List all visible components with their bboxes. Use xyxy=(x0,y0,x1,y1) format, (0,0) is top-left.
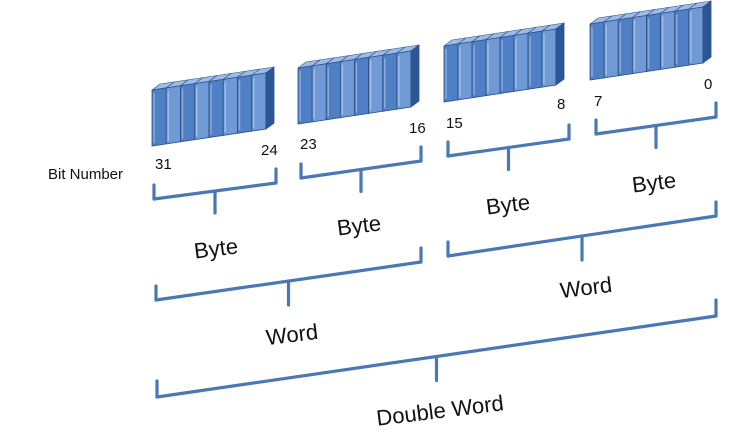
byte-4-label: Byte xyxy=(630,167,678,198)
word-1-bracket xyxy=(154,246,423,307)
byte-2-bracket xyxy=(299,145,423,194)
byte-2-label: Byte xyxy=(335,210,383,241)
byte-1-bracket xyxy=(152,167,278,215)
byte-4-low-bit: 0 xyxy=(704,76,713,93)
byte-4-bracket xyxy=(594,101,718,150)
byte-4-side xyxy=(702,0,712,64)
byte-4-high-bit: 7 xyxy=(594,93,603,110)
byte-2-low-bit: 16 xyxy=(409,120,426,137)
byte-3-label: Byte xyxy=(484,189,532,220)
byte-3-high-bit: 15 xyxy=(446,115,463,132)
word-2-bracket xyxy=(446,200,718,262)
byte-2-side xyxy=(410,44,420,108)
byte-3-side xyxy=(555,22,565,86)
byte-3-low-bit: 8 xyxy=(557,96,566,113)
byte-3-bracket xyxy=(446,123,571,172)
bit-number-label: Bit Number xyxy=(48,166,124,183)
double-word-bracket xyxy=(155,298,718,399)
byte-2-high-bit: 23 xyxy=(300,136,317,153)
byte-1-side xyxy=(265,66,275,130)
byte-1-label: Byte xyxy=(192,233,240,264)
byte-1-low-bit: 24 xyxy=(261,142,278,159)
byte-1-high-bit: 31 xyxy=(155,156,172,173)
